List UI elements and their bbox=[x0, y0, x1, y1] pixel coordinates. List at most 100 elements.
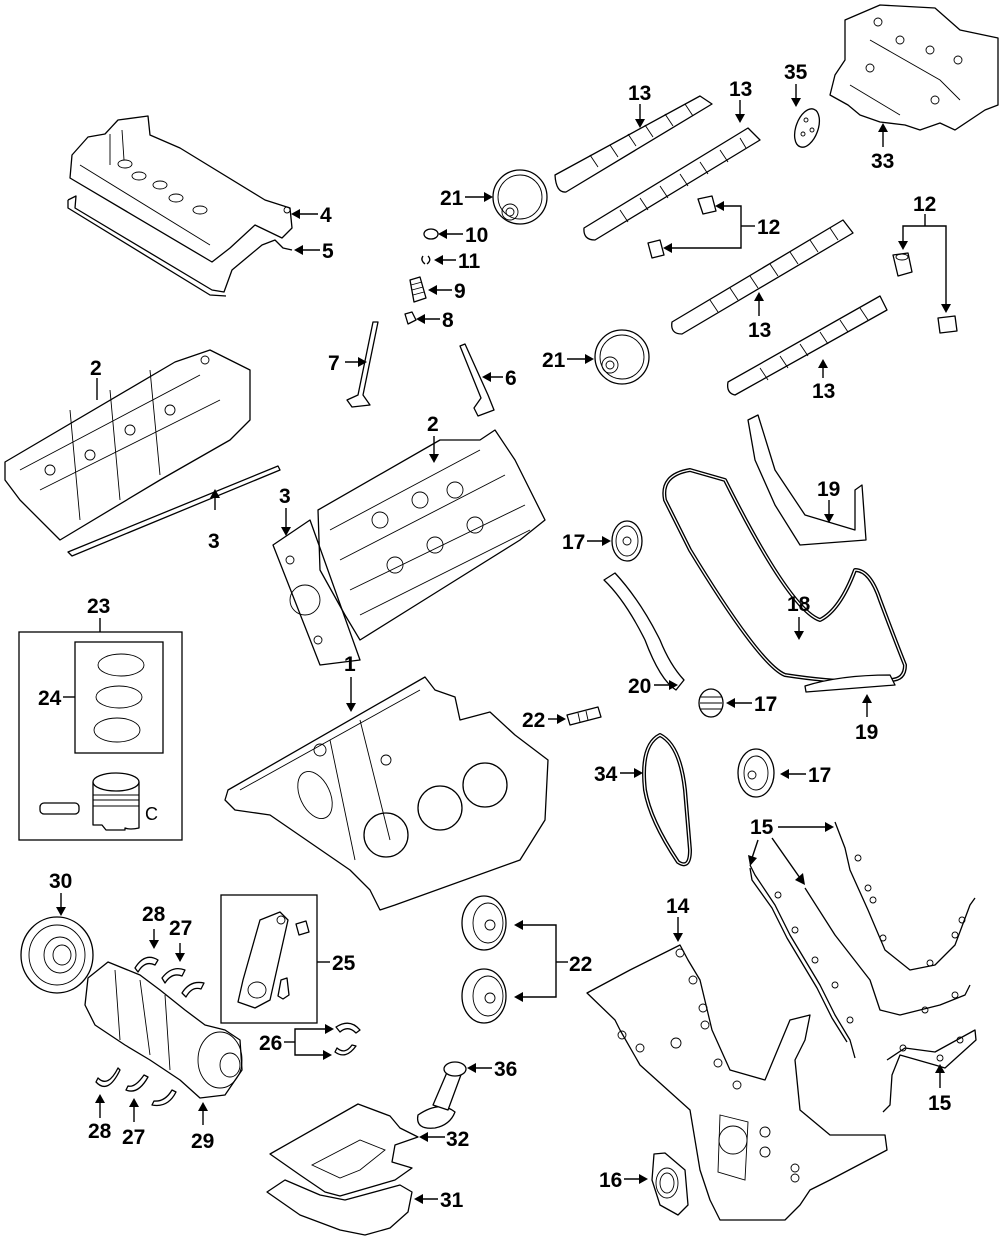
part-valve-spring[interactable] bbox=[409, 276, 427, 303]
callout-13-d: 13 bbox=[812, 359, 835, 403]
callout-36: 36 bbox=[467, 1058, 517, 1081]
part-cam-phaser-lower[interactable] bbox=[594, 329, 650, 385]
callout-label-27: 27 bbox=[122, 1126, 145, 1149]
callout-label-9: 9 bbox=[454, 280, 466, 303]
callout-label-28: 28 bbox=[142, 903, 166, 926]
part-timing-sprocket-lower[interactable] bbox=[737, 748, 775, 798]
part-rod-bearing-lower[interactable] bbox=[334, 1044, 357, 1056]
part-oil-pan-gasket[interactable] bbox=[269, 1103, 419, 1197]
callout-label-26: 26 bbox=[259, 1032, 282, 1055]
part-timing-cover[interactable] bbox=[586, 944, 888, 1221]
part-cam-phaser-upper[interactable] bbox=[492, 169, 548, 225]
part-lifter-3[interactable] bbox=[892, 252, 913, 277]
callout-label-10: 10 bbox=[465, 224, 488, 247]
part-engine-block[interactable] bbox=[224, 676, 549, 911]
part-camshaft-3[interactable] bbox=[671, 219, 854, 335]
callout-label-3: 3 bbox=[279, 485, 291, 508]
callout-17-middle: 17 bbox=[726, 693, 777, 716]
part-cam-phaser-bottom-1[interactable] bbox=[461, 895, 507, 951]
callout-25: 25 bbox=[317, 952, 356, 975]
callout-28-top: 28 bbox=[142, 903, 166, 949]
callout-9: 9 bbox=[428, 280, 466, 303]
part-valve-cover-gasket[interactable] bbox=[67, 195, 293, 297]
part-spring-retainer[interactable] bbox=[423, 228, 439, 240]
callout-label-24: 24 bbox=[38, 687, 62, 710]
callout-label-27: 27 bbox=[169, 917, 192, 940]
callout-4: 4 bbox=[291, 204, 332, 227]
part-crankshaft[interactable] bbox=[84, 961, 243, 1099]
part-oil-pickup-tube[interactable] bbox=[416, 1061, 467, 1129]
callout-17-lower: 17 bbox=[780, 764, 831, 787]
part-oil-pump-sprocket[interactable] bbox=[790, 105, 824, 150]
callout-33: 33 bbox=[871, 123, 894, 173]
part-cam-phaser-bottom-2[interactable] bbox=[461, 968, 507, 1024]
part-lifter-1[interactable] bbox=[697, 195, 717, 215]
callout-12-b: 12 bbox=[898, 193, 951, 313]
part-camshaft-4[interactable] bbox=[727, 295, 888, 396]
part-lifter-2[interactable] bbox=[647, 239, 665, 259]
part-timing-sprocket-upper[interactable] bbox=[611, 520, 643, 562]
callout-21-upper: 21 bbox=[440, 187, 493, 210]
part-lifter-4[interactable] bbox=[937, 315, 958, 334]
part-thrust-bearing-upper[interactable] bbox=[134, 956, 159, 973]
callout-27-bottom: 27 bbox=[122, 1098, 145, 1149]
callout-label-21: 21 bbox=[440, 187, 464, 210]
callout-13-a: 13 bbox=[628, 82, 651, 128]
part-main-bearing-upper-2[interactable] bbox=[181, 981, 205, 998]
callout-13-c: 13 bbox=[748, 292, 771, 342]
callout-label-15: 15 bbox=[928, 1092, 952, 1115]
callout-label-16: 16 bbox=[599, 1169, 622, 1192]
connecting-rod-box[interactable] bbox=[220, 894, 318, 1024]
part-oil-pan[interactable] bbox=[266, 1179, 413, 1236]
part-main-bearing-lower-2[interactable] bbox=[151, 1089, 177, 1107]
part-head-gasket-left[interactable] bbox=[67, 465, 281, 557]
callout-label-8: 8 bbox=[442, 309, 454, 332]
part-valve-seal[interactable] bbox=[404, 311, 417, 325]
part-exhaust-valve[interactable] bbox=[346, 321, 379, 408]
callout-28-bottom: 28 bbox=[88, 1094, 112, 1143]
part-front-crank-seal[interactable] bbox=[651, 1152, 689, 1216]
callout-label-28: 28 bbox=[88, 1120, 112, 1143]
part-chain-tensioner-guide[interactable] bbox=[603, 572, 685, 691]
part-thrust-bearing-lower[interactable] bbox=[95, 1067, 121, 1088]
part-main-bearing-upper-1[interactable] bbox=[161, 967, 186, 984]
callout-label-15: 15 bbox=[750, 816, 774, 839]
part-harmonic-balancer[interactable] bbox=[20, 916, 94, 994]
callout-32: 32 bbox=[419, 1128, 469, 1151]
part-valve-keeper[interactable] bbox=[421, 255, 431, 265]
part-cylinder-head-left[interactable] bbox=[4, 349, 251, 541]
callout-29: 29 bbox=[191, 1102, 214, 1153]
piston-assembly-box[interactable] bbox=[18, 631, 183, 841]
callout-16: 16 bbox=[599, 1169, 648, 1192]
part-oil-pump[interactable] bbox=[829, 4, 999, 131]
part-chain-guide-lower[interactable] bbox=[804, 674, 896, 693]
part-oil-pump-chain[interactable] bbox=[642, 733, 692, 867]
callout-label-13: 13 bbox=[729, 78, 752, 101]
callout-label-36: 36 bbox=[494, 1058, 517, 1081]
callout-label-19: 19 bbox=[855, 721, 878, 744]
part-cylinder-head-center[interactable] bbox=[317, 429, 546, 641]
callout-21-lower: 21 bbox=[542, 349, 594, 372]
piston-clip-label: C bbox=[145, 804, 158, 824]
part-timing-cover-gaskets[interactable] bbox=[749, 821, 977, 1113]
part-main-bearing-lower-1[interactable] bbox=[125, 1074, 149, 1092]
part-valve-cover[interactable] bbox=[69, 115, 293, 263]
part-camshaft-1[interactable] bbox=[554, 95, 713, 193]
part-timing-sprocket-middle[interactable] bbox=[698, 688, 724, 718]
callout-26: 26 bbox=[259, 1024, 334, 1060]
callout-label-2: 2 bbox=[427, 413, 439, 436]
part-chain-tensioner[interactable] bbox=[566, 706, 602, 726]
callout-19-lower: 19 bbox=[855, 694, 878, 744]
callout-label-19: 19 bbox=[817, 478, 840, 501]
callout-15-top: 15 bbox=[748, 816, 834, 885]
part-intake-valve[interactable] bbox=[459, 343, 495, 417]
part-rod-bearing-upper[interactable] bbox=[335, 1022, 361, 1034]
part-timing-chain[interactable] bbox=[662, 468, 907, 684]
part-camshaft-2[interactable] bbox=[583, 127, 761, 241]
part-chain-guide-upper[interactable] bbox=[747, 414, 867, 546]
part-head-gasket-center[interactable] bbox=[272, 519, 361, 666]
callout-label-1: 1 bbox=[344, 653, 356, 676]
callout-label-35: 35 bbox=[784, 61, 808, 84]
callout-label-5: 5 bbox=[322, 240, 334, 263]
callout-label-22: 22 bbox=[522, 709, 545, 732]
